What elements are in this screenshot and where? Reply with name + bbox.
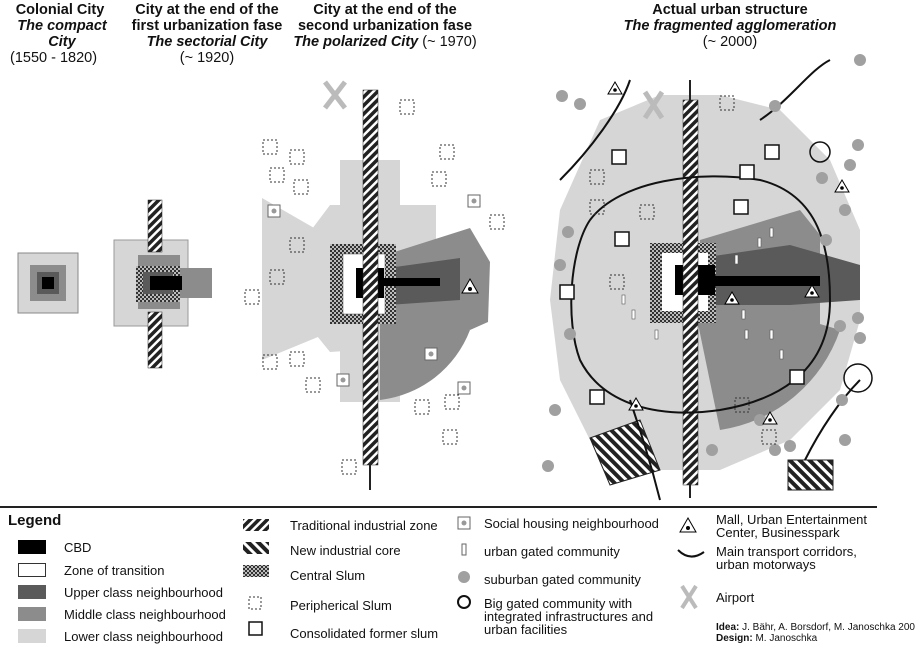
legend-title: Legend [8, 512, 62, 529]
legend-label-suburban-gated: suburban gated community [484, 572, 641, 587]
header-fragmented-years: (~ 2000) [702, 34, 758, 50]
legend-label-mall: Mall, Urban Entertainment Center, Busine… [716, 512, 868, 540]
colonial-city-model [17, 252, 79, 314]
legend-label-new-industry: New industrial core [290, 543, 401, 558]
credit-design: M. Janoschka [755, 633, 818, 644]
legend-swatch-mall [679, 516, 697, 533]
legend-label-social-housing: Social housing neighbourhood [484, 516, 659, 531]
legend-label-big-gated: Big gated community with integrated infr… [484, 596, 654, 637]
credit-idea: J. Bähr, A. Borsdorf, M. Janoschka 200 [742, 622, 915, 633]
header-colonial-years: (1550 - 1820) [10, 50, 98, 66]
sectorial-industrial-zone-south [147, 311, 163, 369]
legend-swatch-upper [18, 585, 46, 599]
fragmented-airport-icon [642, 90, 665, 120]
polarized-city-model [244, 80, 505, 490]
legend-label-airport: Airport [716, 590, 755, 605]
legend-label-transport: Main transport corridors, urban motorway… [716, 544, 857, 572]
header-polarized-sub: The polarized City [293, 34, 419, 50]
fragmented-mall-icons [607, 81, 850, 425]
legend-label-middle: Middle class neighbourhood [64, 607, 226, 622]
credit-design-label: Design: [716, 633, 753, 644]
polarized-cbd-axis [380, 278, 440, 286]
fragmented-consolidated-slums [559, 144, 805, 405]
legend-swatch-big-gated [457, 595, 471, 609]
header-sectorial-title1: City at the end of the [135, 2, 279, 18]
legend-swatch-urban-gated [461, 543, 467, 556]
fragmented-big-gated-communities [809, 141, 873, 393]
legend-label-urban-gated: urban gated community [484, 544, 620, 559]
polarized-airport-icon [323, 80, 347, 110]
legend-swatches-col2 [243, 519, 269, 636]
legend-swatch-lower [18, 629, 46, 643]
polarized-peripheral-slums [244, 99, 505, 475]
credit-idea-label: Idea: [716, 622, 740, 633]
polarized-middle-sector [380, 290, 470, 400]
legend-label-cbd: CBD [64, 540, 92, 555]
fragmented-new-industry-se [787, 459, 834, 491]
header-sectorial-title2: first urbanization fase [131, 18, 283, 34]
legend-swatches-col3 [457, 516, 471, 609]
city-model-diagram [17, 54, 873, 501]
fragmented-peripheral-slums [589, 95, 777, 445]
legend-swatch-middle [18, 607, 46, 621]
header-sectorial-city: City at the end of the first urbanizatio… [118, 2, 296, 66]
legend-swatch-central-slum [243, 565, 269, 577]
header-polarized-title2: second urbanization fase [297, 18, 473, 34]
header-sectorial-sub: The sectorial City [146, 34, 268, 50]
fragmented-suburban-gated-communities [542, 54, 866, 472]
header-colonial-city: Colonial City The compact City (1550 - 1… [10, 2, 110, 66]
fragmented-cbd-axis [700, 276, 820, 286]
header-sectorial-years: (~ 1920) [179, 50, 235, 66]
fragmented-upper-wedge [700, 245, 860, 305]
header-fragmented-title: Actual urban structure [652, 2, 808, 18]
sectorial-cbd [150, 276, 182, 290]
legend-label-peripheral-slum: Peripherical Slum [290, 598, 392, 613]
legend-label-trad-industry: Traditional industrial zone [290, 518, 438, 533]
header-colonial-title: Colonial City [15, 2, 105, 18]
legend-divider [0, 506, 877, 508]
polarized-lower-wedge-w [262, 198, 335, 360]
legend-swatch-consolidated-slum [248, 621, 263, 636]
polarized-industrial-zone [362, 89, 379, 466]
sectorial-industrial-zone-north [147, 199, 163, 253]
polarized-mall-icon [461, 277, 479, 294]
legend-label-consolidated-slum: Consolidated former slum [290, 626, 439, 641]
legend-swatch-peripheral-slum [248, 596, 262, 610]
fragmented-industrial-zone [682, 99, 699, 486]
legend-label-lower: Lower class neighbourhood [64, 629, 223, 644]
legend-swatch-trad-industry [243, 519, 269, 531]
legend-swatch-transition [18, 563, 46, 577]
legend-swatch-new-industry [243, 542, 269, 554]
header-fragmented-sub: The fragmented agglomeration [623, 18, 837, 34]
legend-label-central-slum: Central Slum [290, 568, 366, 583]
sectorial-city-model [113, 199, 212, 369]
legend-label-transition: Zone of transition [64, 563, 165, 578]
header-fragmented-agglomeration: Actual urban structure The fragmented ag… [600, 2, 860, 50]
legend-swatch-transport [677, 549, 705, 558]
legend-swatches-col4 [677, 516, 705, 610]
polarized-social-housing [267, 194, 481, 395]
legend-label-upper: Upper class neighbourhood [64, 585, 223, 600]
fragmented-urban-gated-communities [621, 227, 784, 360]
credits: Idea: J. Bähr, A. Borsdorf, M. Janoschka… [716, 622, 915, 644]
legend-swatch-cbd [18, 540, 46, 554]
header-polarized-city: City at the end of the second urbanizati… [290, 2, 480, 50]
fragmented-city-model [542, 54, 873, 501]
colonial-cbd [42, 277, 54, 289]
header-polarized-title1: City at the end of the [313, 2, 457, 18]
header-polarized-years: (~ 1970) [422, 34, 477, 50]
legend-swatch-suburban-gated [458, 571, 470, 583]
header-colonial-sub: The compact City [17, 18, 107, 50]
legend-swatch-airport [680, 584, 698, 610]
